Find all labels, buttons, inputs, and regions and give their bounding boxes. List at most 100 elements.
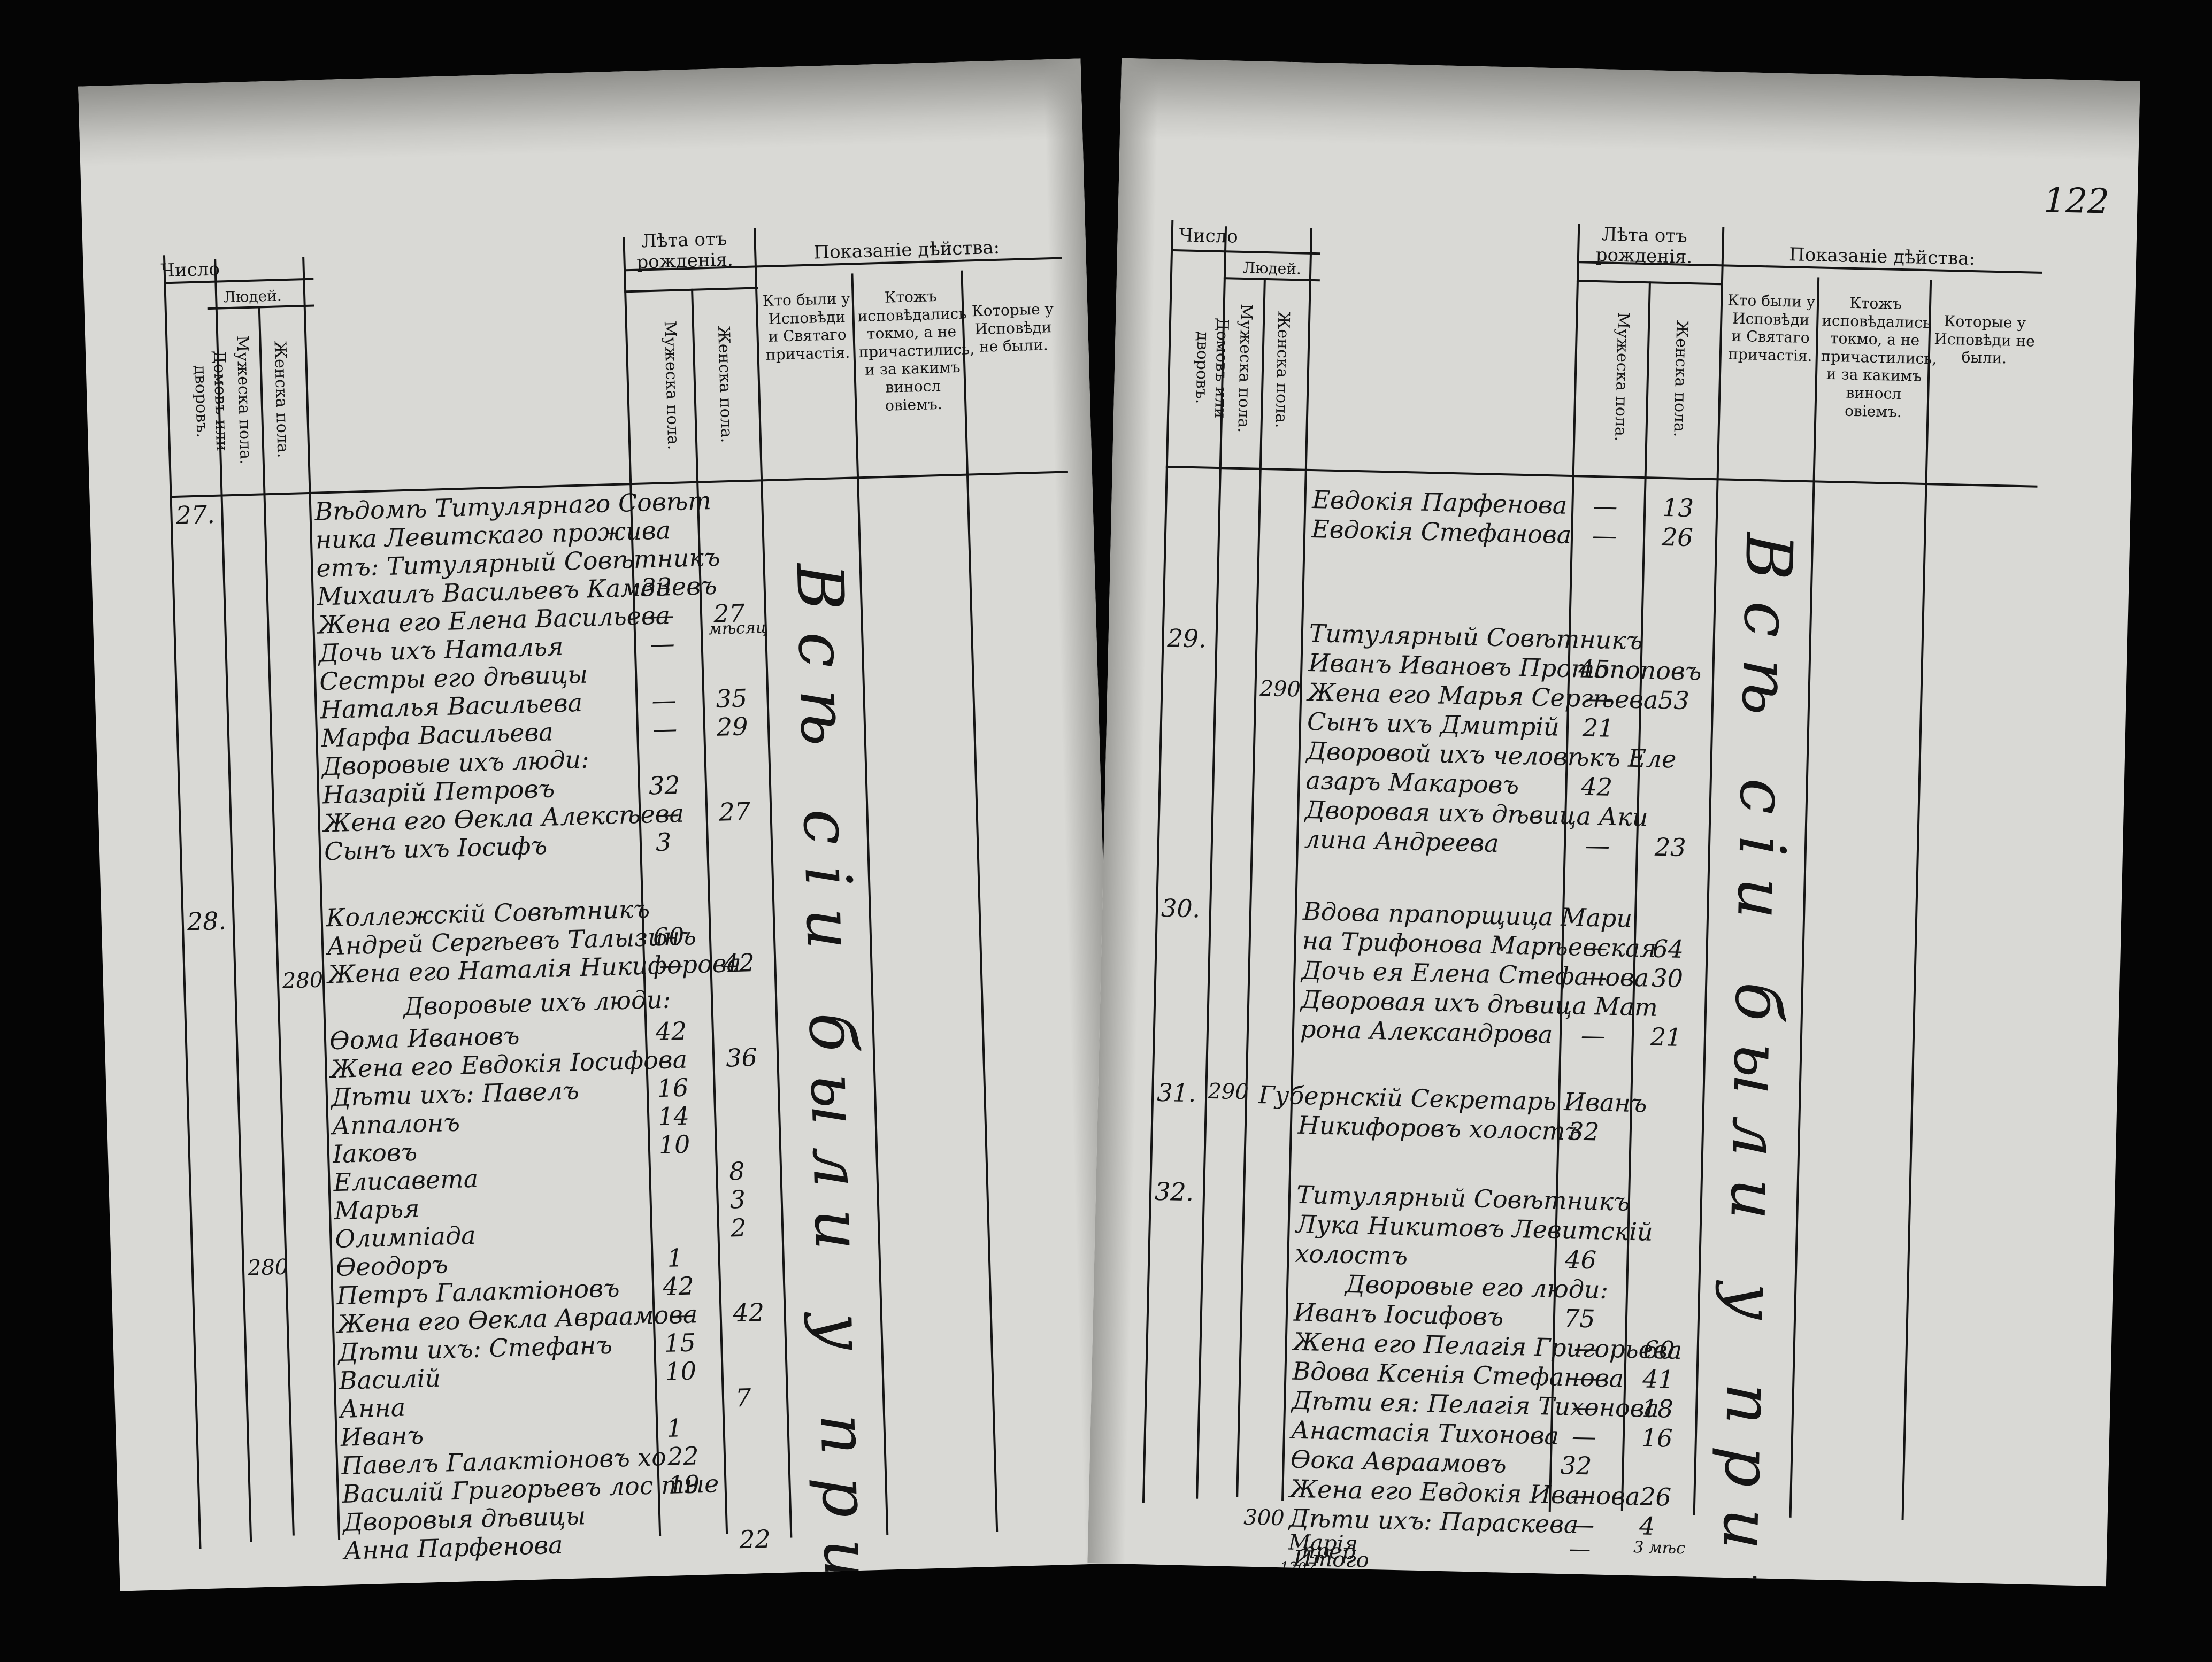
page-edge-shadow	[78, 58, 1083, 167]
age-male: 33	[640, 572, 672, 602]
running-total: 290	[1207, 1079, 1249, 1105]
header-col1: Кто были у Исповѣди и Святаго причастія.	[762, 289, 851, 364]
header-zhen-pola: Женска пола.	[270, 340, 293, 458]
age-female: 60	[1643, 1335, 1675, 1365]
column-rule	[1236, 278, 1266, 1497]
header-domov: Домовъ или дворовъ.	[190, 350, 232, 452]
entry-text: Василій	[339, 1363, 441, 1396]
header-lyudei: Людей.	[223, 287, 282, 306]
age-female: мѣсяц	[708, 618, 767, 639]
age-male: —	[1585, 830, 1610, 860]
age-male: 42	[662, 1271, 695, 1302]
rule	[1165, 465, 2038, 488]
age-male: 14	[657, 1101, 690, 1132]
age-female: 35	[715, 683, 748, 713]
entry-text: Иванъ	[340, 1420, 424, 1452]
entry-text: Марья	[334, 1194, 420, 1226]
header-zhen-pola: Женска пола.	[1271, 310, 1293, 428]
entry-text: Анастасія Тихонова	[1291, 1415, 1560, 1450]
entry-text: Іаковъ	[332, 1137, 418, 1169]
entry-text: Иванъ Іосифовъ	[1293, 1297, 1504, 1332]
age-male: 10	[658, 1129, 691, 1160]
entry-text: Ѳока Авраамовъ	[1290, 1444, 1507, 1479]
running-total: 290	[1259, 676, 1301, 702]
age-female: 42	[732, 1297, 765, 1328]
age-female: 3	[729, 1184, 746, 1214]
house-number: 30.	[1161, 893, 1201, 924]
age-male: —	[1592, 491, 1618, 521]
left-page: Число Людей. Домовъ или дворовъ. Мужеска…	[78, 58, 1123, 1591]
age-male: 45	[1578, 654, 1610, 684]
header-col3: Которые у Исповѣди не были.	[1934, 312, 2036, 367]
column-rule	[961, 270, 999, 1532]
age-male: —	[1573, 1333, 1599, 1363]
age-male: 10	[664, 1356, 697, 1387]
attestation-stamp: Всѣ сіи были у причастія	[781, 562, 895, 1591]
age-male: 42	[1580, 772, 1613, 802]
header-col2: Ктожъ исповѣдались токмо, а не причастил…	[857, 287, 975, 414]
age-female: 4	[1639, 1511, 1656, 1541]
age-male: 3	[655, 827, 672, 857]
age-female: 26	[1661, 522, 1694, 552]
age-male: 19	[667, 1469, 700, 1499]
age-female: 23	[1654, 832, 1687, 863]
header-zhen-pola-2: Женска пола.	[1670, 319, 1692, 437]
age-male: —	[1592, 520, 1617, 550]
entry-text: Дѣти ихъ: Павелъ	[331, 1076, 580, 1112]
page-number: 122	[2043, 180, 2110, 222]
age-male: —	[1569, 1510, 1595, 1540]
age-male: 32	[1568, 1117, 1600, 1147]
age-male: 32	[648, 770, 681, 801]
age-female: 64	[1652, 934, 1684, 964]
age-female: 22	[739, 1524, 771, 1555]
house-number: 29.	[1166, 623, 1207, 653]
running-total: 280	[282, 967, 324, 994]
age-male: 21	[1582, 713, 1615, 743]
page-edge-shadow	[1119, 58, 2140, 161]
age-male: —	[1583, 932, 1608, 962]
running-total: 280	[247, 1255, 289, 1281]
age-female: 36	[725, 1042, 758, 1073]
age-female: 13	[1662, 493, 1694, 523]
age-male: —	[1569, 1536, 1591, 1562]
age-male: —	[1572, 1363, 1599, 1392]
column-rule	[753, 228, 793, 1538]
house-number: 28.	[187, 906, 227, 936]
entry-text: Анна	[339, 1392, 406, 1424]
house-number: 27.	[175, 499, 216, 530]
age-male: 15	[664, 1328, 696, 1358]
age-male: 42	[655, 1016, 688, 1047]
age-male: 75	[1563, 1304, 1596, 1334]
age-male: —	[651, 685, 677, 715]
age-male: 16	[657, 1073, 689, 1103]
header-muzh-pola-2: Мужеска пола.	[1611, 312, 1633, 442]
entry-text: азаръ Макаровъ	[1305, 765, 1519, 799]
house-number: 32.	[1154, 1176, 1194, 1207]
age-male: 60	[652, 921, 685, 952]
age-female: 29	[716, 712, 749, 742]
entry-text: рона Александрова	[1300, 1014, 1553, 1049]
age-male: 1	[666, 1413, 683, 1443]
age-male: —	[658, 950, 685, 980]
age-male: —	[1580, 1020, 1606, 1050]
column-rule	[1901, 280, 1932, 1520]
age-male: —	[654, 798, 680, 829]
entry-text: Сынъ ихъ Іосифъ	[324, 830, 548, 866]
column-rule	[623, 237, 662, 1536]
entry-text: Дворовые ихъ люди:	[403, 984, 671, 1021]
age-female: 30	[1651, 963, 1684, 994]
entry-text: Евдокія Парфенова	[1311, 485, 1568, 520]
age-male: 1	[666, 1243, 683, 1273]
entry-text: Анна Парфенова	[343, 1530, 564, 1565]
header-muzh-pola: Мужеска пола.	[233, 335, 255, 465]
age-male: —	[1581, 961, 1608, 991]
age-female: 7	[735, 1383, 752, 1413]
header-lyudei: Людей.	[1242, 258, 1302, 278]
entry-text: Ѳеодоръ	[335, 1250, 449, 1282]
age-male: —	[668, 1299, 694, 1329]
house-number: 31.	[1156, 1078, 1197, 1108]
age-male: —	[1570, 1480, 1596, 1510]
entry-text: Елисавета	[333, 1164, 479, 1197]
entry-text: Сынъ ихъ Дмитрій	[1307, 706, 1560, 742]
age-female: 27	[718, 797, 751, 827]
